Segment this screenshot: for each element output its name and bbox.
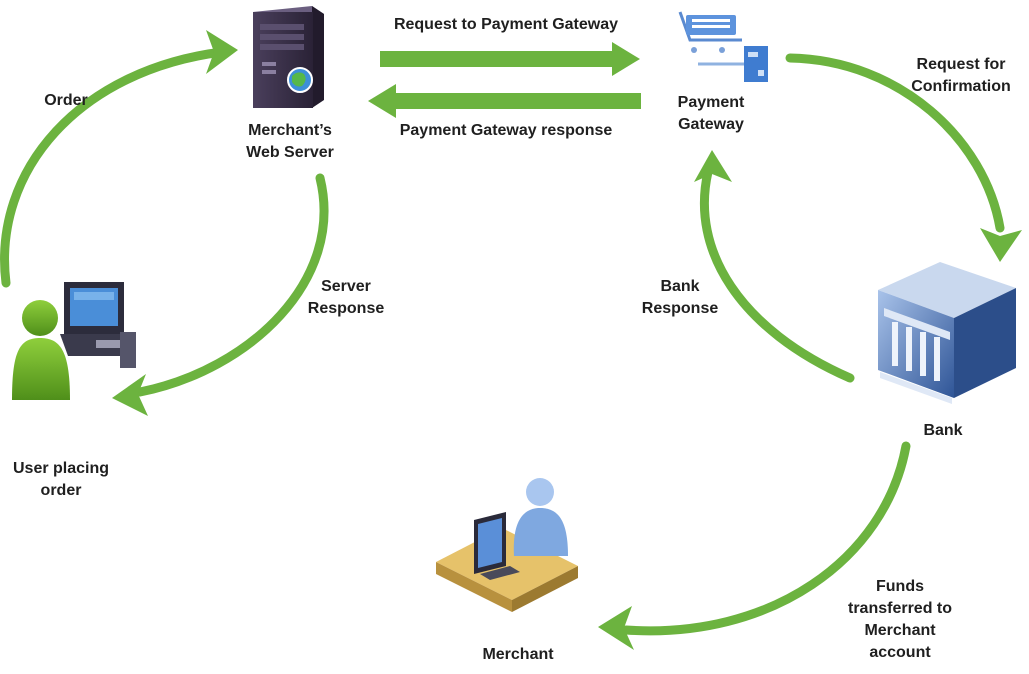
label-line: Request for xyxy=(916,56,1006,73)
label-line: Gateway xyxy=(678,116,744,133)
gateway-response-arrow xyxy=(368,84,641,118)
bank-response-arrow xyxy=(694,150,855,383)
merchant-desk-icon xyxy=(436,478,578,612)
label-line: Payment Gateway response xyxy=(399,122,613,139)
bank-building-icon xyxy=(878,262,1016,404)
label-line: Bank xyxy=(660,278,700,295)
label-line: Merchant xyxy=(864,622,936,639)
label-line: Bank xyxy=(923,422,963,439)
gateway-response-label: Payment Gateway response xyxy=(378,120,634,142)
merchant-label: Merchant xyxy=(468,644,568,666)
request-to-gateway-label: Request to Payment Gateway xyxy=(370,14,642,36)
request-to-gateway-arrow xyxy=(380,42,640,76)
label-line: Payment xyxy=(677,94,745,111)
label-line: Funds xyxy=(876,578,924,595)
funds-transfer-label: Funds transferred to Merchant account xyxy=(830,576,970,664)
user-label: User placing order xyxy=(0,458,122,502)
label-line: transferred to xyxy=(847,600,953,617)
label-line: Response xyxy=(307,300,385,317)
label-line: order xyxy=(40,482,82,499)
user-computer-icon xyxy=(12,282,136,400)
request-confirmation-arrow xyxy=(785,53,1022,262)
shopping-cart-icon xyxy=(678,11,768,82)
label-line: Merchant’s xyxy=(248,122,332,139)
label-line: Confirmation xyxy=(911,78,1011,95)
order-arrow xyxy=(0,30,238,288)
label-line: Request to Payment Gateway xyxy=(393,16,619,33)
bank-label: Bank xyxy=(908,420,978,442)
label-line: User placing xyxy=(12,460,110,477)
label-line: Response xyxy=(641,300,719,317)
order-flow-label: Order xyxy=(32,90,100,112)
funds-transfer-arrow xyxy=(598,441,911,650)
label-line: Web Server xyxy=(246,144,334,161)
server-response-arrow xyxy=(112,173,329,416)
label-line: Merchant xyxy=(482,646,554,663)
label-line: account xyxy=(869,644,931,661)
label-line: Server xyxy=(321,278,371,295)
label-line: Order xyxy=(44,92,88,109)
server-icon xyxy=(253,6,324,108)
